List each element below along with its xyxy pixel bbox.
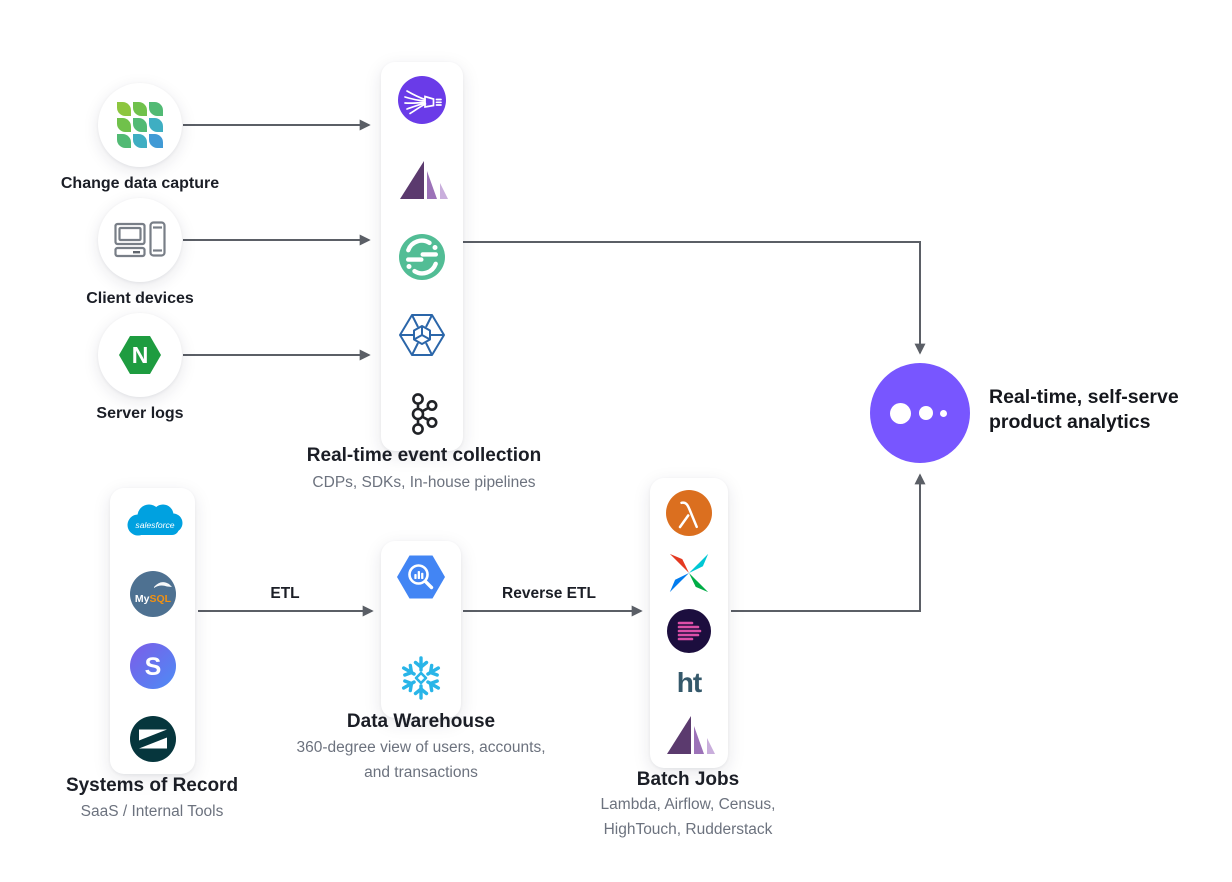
realtime-collection-title: Real-time event collection xyxy=(306,445,542,466)
mixpanel-dot-small xyxy=(940,410,947,417)
stripe-icon: S xyxy=(129,643,176,690)
server-logs-label: Server logs xyxy=(96,405,184,422)
svg-text:MySQL: MySQL xyxy=(134,593,171,605)
batch-jobs-subtitle-2: HighTouch, Rudderstack xyxy=(603,821,773,838)
nginx-icon: N xyxy=(117,332,163,378)
snowplow-icon xyxy=(398,76,446,124)
aws-lambda-icon xyxy=(666,490,712,536)
nginx-letter: N xyxy=(132,342,149,368)
mixpanel-dot-large xyxy=(890,402,911,424)
kafka-icon xyxy=(404,391,440,437)
mixpanel-icon xyxy=(870,363,970,463)
svg-text:S: S xyxy=(144,653,161,681)
batch-jobs-card: ht xyxy=(650,478,728,768)
rudderstack-icon xyxy=(396,157,448,201)
etl-label: ETL xyxy=(270,585,300,602)
data-warehouse-title: Data Warehouse xyxy=(346,711,496,732)
snowflake-icon xyxy=(397,654,445,702)
analytics-label-line1: Real-time, self-serve xyxy=(989,386,1179,408)
analytics-label-line2: product analytics xyxy=(989,411,1151,433)
realtime-collection-card xyxy=(381,62,463,451)
data-warehouse-card xyxy=(381,541,461,718)
reverse-etl-label: Reverse ETL xyxy=(502,585,596,602)
client-devices-label: Client devices xyxy=(86,290,194,307)
mysql-my-text: My xyxy=(134,593,149,605)
change-data-capture-node xyxy=(98,83,182,167)
change-data-capture-label: Change data capture xyxy=(60,175,220,192)
salesforce-wordmark: salesforce xyxy=(135,520,174,530)
mysql-icon: MySQL xyxy=(129,570,176,617)
connector-collection-to-analytics xyxy=(463,241,926,355)
realtime-collection-subtitle: CDPs, SDKs, In-house pipelines xyxy=(312,474,536,491)
segment-icon xyxy=(399,233,445,280)
analytics-label: Real-time, self-serve product analytics xyxy=(989,385,1179,435)
batch-jobs-subtitle-1: Lambda, Airflow, Census, xyxy=(600,796,776,813)
census-icon xyxy=(667,609,711,653)
salesforce-icon: salesforce xyxy=(121,500,185,544)
systems-of-record-card: salesforce MySQL S xyxy=(110,488,195,774)
server-logs-node: N xyxy=(98,313,182,397)
zendesk-icon xyxy=(129,715,176,762)
systems-of-record-subtitle: SaaS / Internal Tools xyxy=(80,803,224,820)
mixpanel-dot-medium xyxy=(919,406,933,420)
hightouch-icon: ht xyxy=(676,666,702,698)
bigquery-icon xyxy=(395,554,447,600)
systems-of-record-title: Systems of Record xyxy=(65,775,239,796)
batch-jobs-title: Batch Jobs xyxy=(636,769,740,790)
data-warehouse-subtitle-2: and transactions xyxy=(364,764,478,781)
connector-batch-to-analytics xyxy=(731,473,926,612)
data-warehouse-subtitle-1: 360-degree view of users, accounts, xyxy=(296,739,546,756)
debezium-grid-icon xyxy=(117,102,163,148)
client-devices-node xyxy=(98,198,182,282)
mysql-sql-text: SQL xyxy=(149,593,171,605)
client-devices-icon xyxy=(114,221,166,259)
hexagon-cube-icon xyxy=(397,312,447,358)
rudderstack-icon xyxy=(663,712,715,756)
airflow-icon xyxy=(666,550,712,596)
